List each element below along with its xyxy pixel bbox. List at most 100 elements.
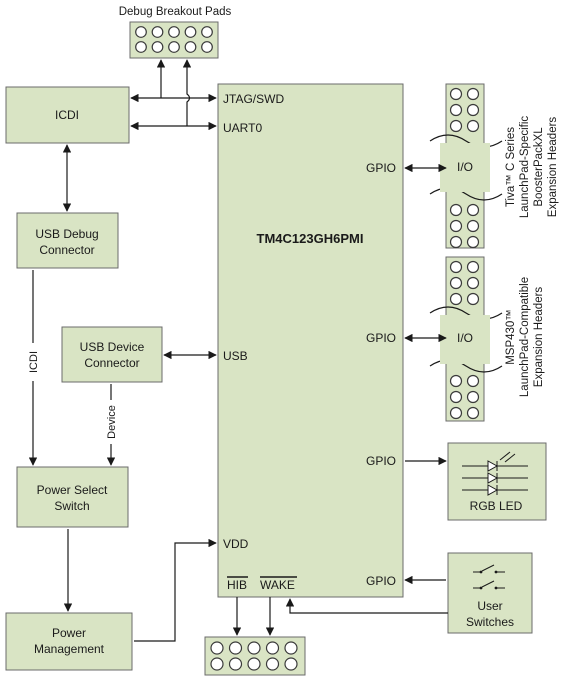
msp430-header-caption: MSP430™ LaunchPad-Compatible Expansion H… (505, 277, 545, 397)
mcu-chip: TM4C123GH6PMI JTAG/SWD UART0 USB VDD HIB… (217, 83, 404, 598)
breakout-pad (247, 657, 261, 671)
user-switches-label-2: Switches (466, 615, 514, 629)
header-pin (449, 406, 463, 420)
tiva-caption-3: BoosterPackXL (533, 127, 545, 207)
gpio-label-2: GPIO (366, 331, 396, 345)
breakout-pad (168, 26, 180, 38)
breakout-pad (284, 641, 298, 655)
usb-debug-connector: USB Debug Connector (16, 212, 119, 269)
pin-wake: WAKE (260, 578, 295, 592)
breakout-pad (265, 657, 280, 671)
io-label-2: I/O (457, 331, 473, 345)
header-pin (466, 119, 480, 133)
io-label-1: I/O (457, 160, 473, 174)
header-pin (449, 119, 463, 133)
header-pin (449, 203, 463, 217)
breakout-pad (210, 657, 224, 671)
mgmt-vdd-link (134, 538, 217, 642)
header-pin (449, 292, 463, 306)
header-pin (466, 235, 480, 249)
debug-pads-label: Debug Breakout Pads (119, 6, 232, 18)
tiva-caption-1: Tiva™ C Series (505, 127, 517, 207)
header-pin (449, 374, 463, 388)
tiva-expansion-header: I/O (429, 83, 503, 249)
breakout-pad (201, 41, 213, 53)
breakout-pad (151, 26, 164, 38)
pin-hib: HIB (227, 578, 247, 592)
usb-debug-label-1: USB Debug (35, 227, 98, 241)
usb-debug-label-2: Connector (39, 243, 94, 257)
header-pin (466, 203, 480, 217)
breakout-pad (151, 41, 164, 53)
debug-breakout-pads-bottom (204, 636, 306, 676)
header-pin (466, 374, 480, 388)
header-pin (466, 87, 480, 101)
led-icon (462, 451, 528, 496)
rgb-led-block: RGB LED (447, 442, 547, 521)
breakout-pad (135, 26, 147, 38)
breakout-pad (168, 41, 180, 53)
usb-device-label-1: USB Device (80, 340, 145, 354)
header-pin (466, 390, 480, 404)
breakout-pad (210, 641, 224, 655)
breakout-pad (184, 41, 197, 53)
msp-caption-2: LaunchPad-Compatible (519, 277, 531, 397)
header-pin (449, 219, 463, 233)
device-line-label: Device (106, 405, 118, 439)
chip-name: TM4C123GH6PMI (257, 231, 364, 246)
icdi-line-label: ICDI (28, 351, 40, 373)
power-management: Power Management (5, 612, 133, 671)
header-pin (466, 406, 480, 420)
header-pin (466, 260, 480, 274)
gpio-label-1: GPIO (366, 161, 396, 175)
header-pin (449, 390, 463, 404)
gpio-label-3: GPIO (366, 454, 396, 468)
header-pin (466, 292, 480, 306)
debug-breakout-pads-top (129, 21, 219, 59)
header-pin (466, 219, 480, 233)
header-pin (466, 276, 480, 290)
breakout-pad (265, 641, 280, 655)
msp-caption-1: MSP430™ (505, 309, 517, 365)
user-switches-block: User Switches (447, 552, 533, 634)
rgb-led-label: RGB LED (470, 499, 523, 513)
pin-jtag: JTAG/SWD (223, 92, 284, 106)
connection-lines: ICDI Device (26, 59, 448, 642)
breakout-pad (135, 41, 147, 53)
power-select-label-2: Switch (54, 499, 89, 513)
breakout-pad (284, 657, 298, 671)
power-select-label-1: Power Select (37, 483, 108, 497)
header-pin (449, 235, 463, 249)
power-mgmt-label-1: Power (52, 626, 86, 640)
breakout-pad (228, 657, 243, 671)
pin-usb: USB (223, 349, 248, 363)
usb-device-label-2: Connector (84, 356, 139, 370)
header-pin (466, 103, 480, 117)
tiva-caption-4: Expansion Headers (547, 117, 559, 218)
icdi-label: ICDI (55, 108, 79, 122)
power-mgmt-label-2: Management (34, 642, 105, 656)
pin-vdd: VDD (223, 537, 249, 551)
switch-icon (473, 564, 505, 590)
msp430-expansion-header: I/O (429, 256, 503, 422)
breakout-pad (184, 26, 197, 38)
header-pin (449, 103, 463, 117)
breakout-pad (228, 641, 243, 655)
tiva-header-caption: Tiva™ C Series LaunchPad-Specific Booste… (505, 116, 559, 219)
header-pin (449, 276, 463, 290)
header-pin (449, 87, 463, 101)
pin-uart: UART0 (223, 121, 262, 135)
gpio-label-4: GPIO (366, 574, 396, 588)
user-switches-label-1: User (477, 599, 502, 613)
msp-caption-3: Expansion Headers (533, 287, 545, 388)
breakout-pad (247, 641, 261, 655)
icdi-block: ICDI (5, 86, 130, 144)
power-select-switch: Power Select Switch (16, 466, 129, 528)
breakout-pad (201, 26, 213, 38)
header-pin (449, 260, 463, 274)
pad-link-2 (182, 59, 192, 126)
tiva-caption-2: LaunchPad-Specific (519, 116, 531, 219)
switch-wake-link (285, 598, 448, 614)
usb-device-connector: USB Device Connector (61, 326, 163, 383)
